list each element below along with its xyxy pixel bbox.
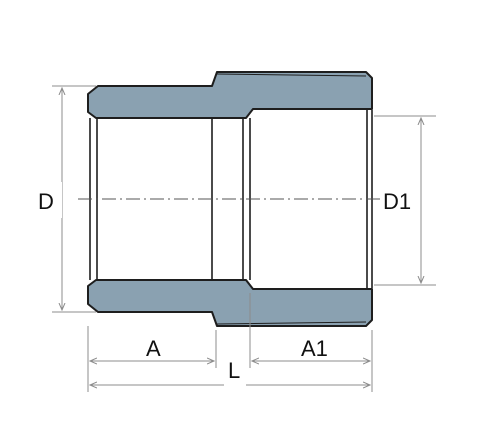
thread-line-bottom	[216, 321, 367, 325]
thread-line-top	[216, 73, 367, 77]
extension-lines	[52, 85, 436, 392]
label-l: L	[228, 358, 240, 383]
bottom-wall-section	[87, 279, 373, 327]
label-d: D	[38, 189, 54, 214]
label-d1: D1	[383, 189, 411, 214]
label-a1: A1	[301, 336, 328, 361]
label-a: A	[146, 336, 161, 361]
top-wall-section	[87, 71, 373, 119]
